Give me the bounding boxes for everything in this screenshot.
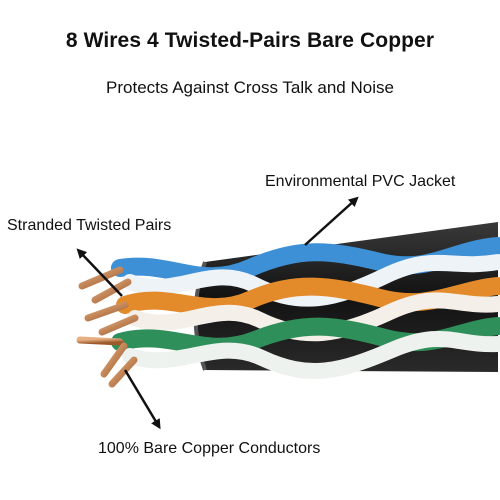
page-title: 8 Wires 4 Twisted-Pairs Bare Copper: [65, 29, 435, 52]
green-white-wire: [122, 330, 500, 380]
arrow-copper-conductors: [123, 369, 161, 430]
label-copper-conductors: 100% Bare Copper Conductors: [98, 440, 321, 457]
copper-conductors: [76, 266, 139, 388]
label-twisted-pairs: Stranded Twisted Pairs: [7, 217, 172, 234]
arrow-pvc-jacket: [304, 196, 359, 246]
label-pvc-jacket: Environmental PVC Jacket: [265, 173, 456, 190]
arrow-twisted-pairs: [76, 248, 123, 297]
twisted-pairs: [111, 237, 500, 380]
blue-white-wire: [122, 254, 500, 307]
page-subtitle: Protects Against Cross Talk and Noise: [106, 78, 394, 97]
